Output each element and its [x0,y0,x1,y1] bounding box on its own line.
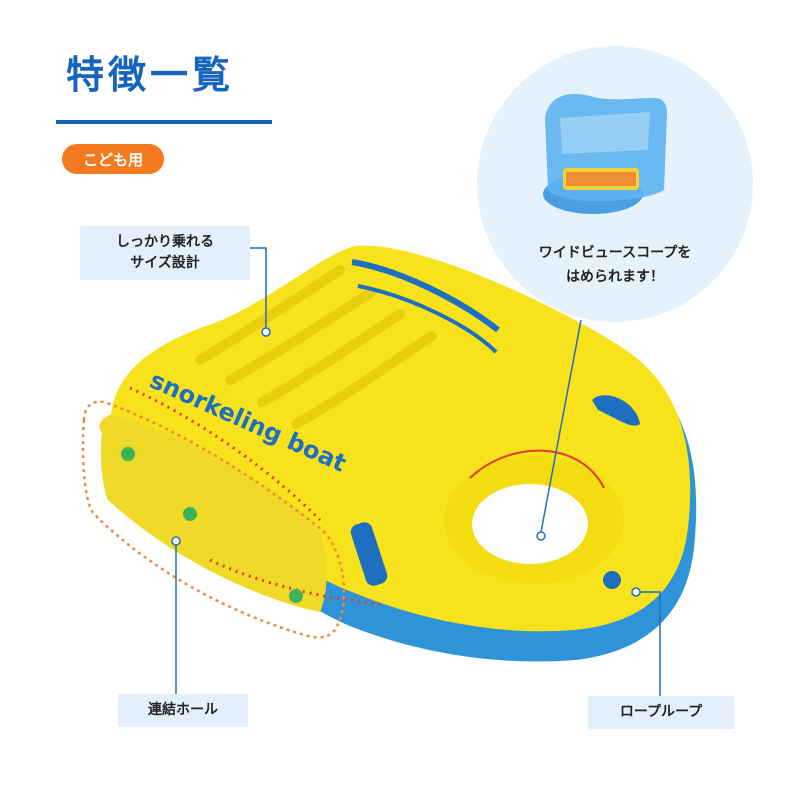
connection-hole [121,447,135,461]
viewing-hole [472,484,588,564]
scope-callout-bubble: ワイドビュースコープを はめられます！ [477,46,753,322]
connection-hole [183,507,197,521]
handle-left [350,522,388,586]
scope-illustration [543,94,667,214]
connection-hole [289,589,303,603]
connector-highlight [81,400,346,639]
handle-right [592,395,640,426]
scope-callout-text: ワイドビュースコープを はめられます！ [538,245,692,285]
hole-callout: 連結ホール [118,694,248,727]
rope-callout: ロープループ [588,696,734,729]
title-underline [56,120,272,124]
rope-loop [603,571,621,589]
fit-callout: しっかり乗れる サイズ設計 [80,226,250,280]
hole-marker [171,536,181,546]
rope-marker [631,587,641,597]
scope-marker [536,531,546,541]
fit-marker [261,327,271,337]
connector-flap [99,414,327,612]
page-title: 特徴一覧 [66,53,235,97]
age-badge: こども用 [62,144,164,174]
